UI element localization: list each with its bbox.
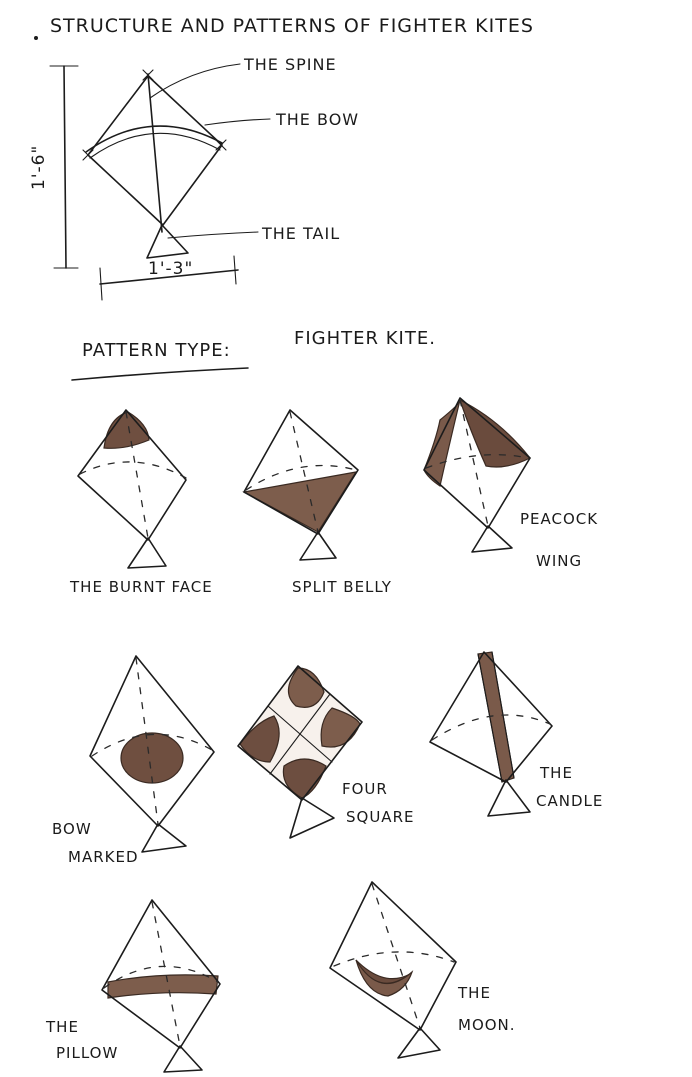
kite-burnt-face: THE BURNT FACE (69, 410, 213, 596)
pattern-label-line2: PILLOW (56, 1044, 118, 1062)
pattern-label: SPLIT BELLY (292, 578, 392, 596)
pattern-heading-label: PATTERN TYPE: (82, 340, 231, 361)
kite-the-moon: THE MOON. (330, 882, 516, 1058)
pattern-label: BOW (52, 820, 92, 838)
kite-split-belly: SPLIT BELLY (244, 410, 392, 596)
pattern-label-line2: MOON. (458, 1016, 516, 1034)
title-bullet (34, 36, 38, 40)
pattern-label: PEACOCK (520, 510, 598, 528)
kite-tail (147, 225, 188, 258)
pattern-heading-underline (72, 368, 248, 380)
kite-the-candle: THE CANDLE (430, 652, 603, 816)
width-label: 1'-3" (148, 259, 193, 279)
kite-the-pillow: THE PILLOW (45, 900, 220, 1072)
pattern-label: THE (45, 1018, 79, 1036)
bow-label: THE BOW (275, 110, 359, 129)
pattern-label-line2: CANDLE (536, 792, 603, 810)
pattern-label: FOUR (342, 780, 388, 798)
tail-leader (168, 232, 258, 238)
bow-leader (205, 119, 270, 125)
structure-diagram: THE SPINE THE BOW THE TAIL 1'-6" 1'-3" (29, 55, 359, 300)
pattern-label-line2: SQUARE (346, 808, 414, 826)
pattern-label: THE (539, 764, 573, 782)
kite-four-square: FOUR SQUARE (238, 666, 414, 838)
pattern-label: THE (457, 984, 491, 1002)
tail-label: THE TAIL (261, 224, 340, 243)
spine-leader (150, 64, 240, 98)
pattern-label-line2: WING (536, 552, 582, 570)
pattern-heading-value: FIGHTER KITE. (294, 328, 436, 349)
spine-label: THE SPINE (243, 55, 337, 74)
kite-peacock-wing: PEACOCK WING (424, 398, 598, 570)
height-label: 1'-6" (29, 145, 49, 190)
height-dimension-line (64, 66, 66, 268)
pattern-label: THE BURNT FACE (69, 578, 213, 596)
pattern-label-line2: MARKED (68, 848, 139, 866)
kite-bow-marked: BOW MARKED (52, 656, 214, 866)
page-title: STRUCTURE AND PATTERNS OF FIGHTER KITES (50, 15, 534, 37)
